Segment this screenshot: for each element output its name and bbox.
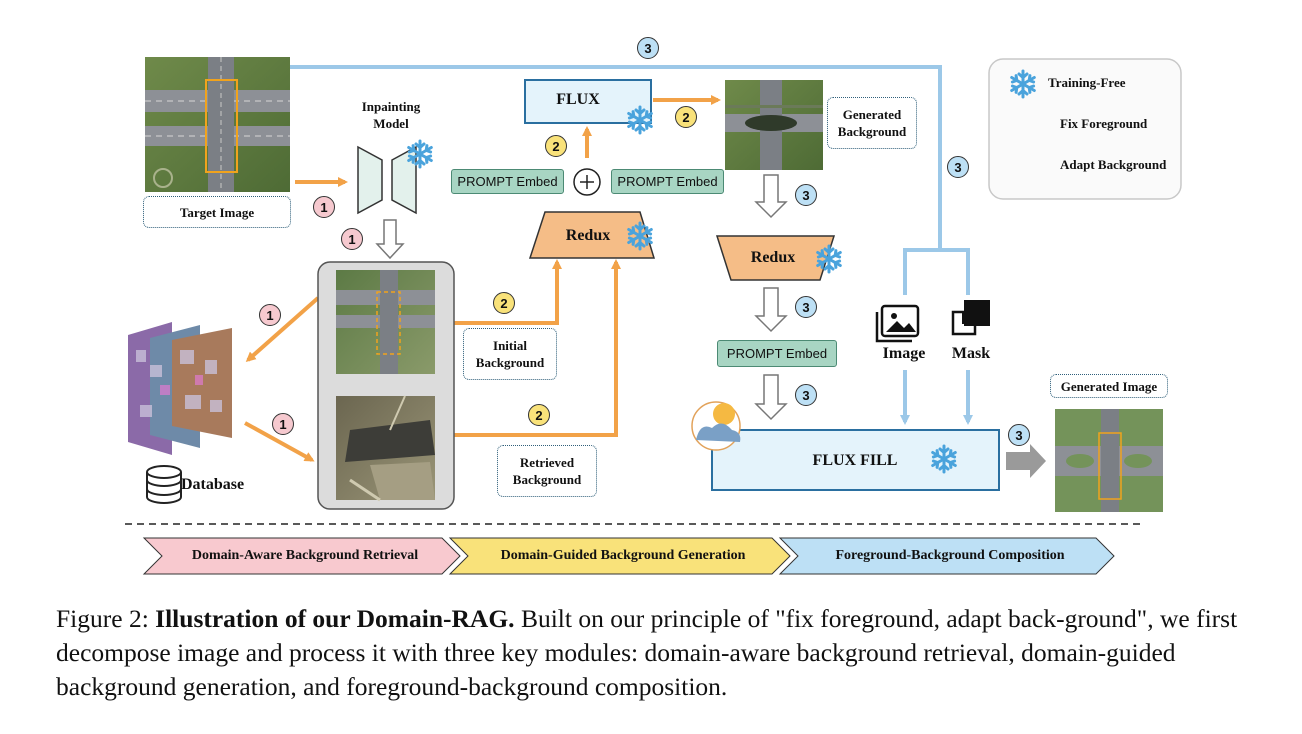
prompt-embed-left: PROMPT Embed xyxy=(451,169,564,194)
caption-body: Built on our principle of "fix foregroun… xyxy=(56,604,1238,701)
step-3-badge: 3 xyxy=(637,37,659,59)
plus-operator xyxy=(573,168,601,196)
inpainting-model-shape xyxy=(357,145,417,215)
step-3-badge: 3 xyxy=(795,384,817,406)
mask-label: Mask xyxy=(951,345,991,362)
step-1-badge: 1 xyxy=(313,196,335,218)
redux-left-shape xyxy=(528,211,656,259)
step-1-badge: 1 xyxy=(341,228,363,250)
step-3-badge: 3 xyxy=(947,156,969,178)
flux-label: FLUX xyxy=(556,91,600,108)
retrieved-background-label: Retrieved Background xyxy=(497,445,597,497)
database-image-stack xyxy=(128,322,232,455)
generated-background-label: Generated Background xyxy=(827,97,917,149)
redux-right-label: Redux xyxy=(750,249,796,266)
flux-fill-box xyxy=(711,429,1000,491)
step-2-badge: 2 xyxy=(528,404,550,426)
legend-fix-foreground: Fix Foreground xyxy=(1060,116,1148,131)
prompt-embed-right: PROMPT Embed xyxy=(611,169,724,194)
prompt-embed-lower: PROMPT Embed xyxy=(717,340,837,367)
initial-background-image xyxy=(336,270,435,374)
legend-training-free: Training-Free xyxy=(1048,75,1126,90)
step-1-badge: 1 xyxy=(272,413,294,435)
step-2-badge: 2 xyxy=(675,106,697,128)
figure-caption: Figure 2: Illustration of our Domain-RAG… xyxy=(56,602,1252,704)
database-label: Database xyxy=(181,476,245,493)
retrieval-panel xyxy=(317,261,455,510)
hollow-arrow-redux-down xyxy=(754,287,788,333)
flux-fill-label: FLUX FILL xyxy=(812,452,898,469)
step-2-badge: 2 xyxy=(545,135,567,157)
hollow-arrow-prompt-down xyxy=(754,374,788,421)
step-1-badge: 1 xyxy=(259,304,281,326)
image-label: Image xyxy=(882,345,926,362)
hollow-arrow-gen-down xyxy=(754,174,788,219)
inpainting-model-label: Inpainting Model xyxy=(361,99,421,131)
phase-retrieval-shape xyxy=(142,537,461,575)
phase-generation-shape xyxy=(448,537,791,575)
step-3-badge: 3 xyxy=(1008,424,1030,446)
phase-composition-shape xyxy=(778,537,1115,575)
image-icon xyxy=(875,304,920,343)
weather-icon xyxy=(691,401,741,451)
database-icon xyxy=(146,465,182,504)
gray-arrow-output xyxy=(1006,444,1046,478)
generated-image-picture xyxy=(1055,409,1163,512)
hollow-arrow-inpaint-down xyxy=(375,219,405,260)
step-2-badge: 2 xyxy=(493,292,515,314)
retrieved-background-image xyxy=(336,395,435,502)
phase-composition-label: Foreground-Background Composition xyxy=(835,548,1065,563)
caption-prefix: Figure 2: xyxy=(56,604,156,633)
target-image-label: Target Image xyxy=(143,196,291,228)
target-image xyxy=(145,57,290,192)
generated-background-image xyxy=(725,80,823,170)
redux-right-shape xyxy=(715,235,836,281)
phase-retrieval-label: Domain-Aware Background Retrieval xyxy=(191,548,419,563)
step-3-badge: 3 xyxy=(795,296,817,318)
legend-box xyxy=(988,58,1182,200)
mask-icon xyxy=(951,300,990,336)
phase-generation-label: Domain-Guided Background Generation xyxy=(500,548,746,563)
step-3-badge: 3 xyxy=(795,184,817,206)
initial-background-label: Initial Background xyxy=(463,328,557,380)
legend-adapt-background: Adapt Background xyxy=(1060,157,1167,172)
caption-title: Illustration of our Domain-RAG. xyxy=(155,604,515,633)
redux-left-label: Redux xyxy=(565,227,611,244)
hollow-arrows xyxy=(375,174,788,421)
generated-image-label: Generated Image xyxy=(1050,374,1168,398)
